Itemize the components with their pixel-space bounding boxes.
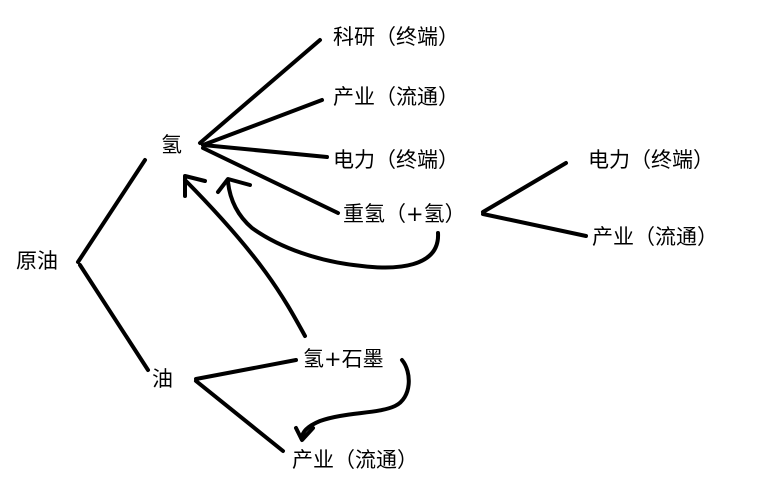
arrow-graphite-to-hydrogen bbox=[183, 178, 307, 338]
node-hydrogen-graphite: 氢+石墨 bbox=[303, 347, 384, 371]
node-research-terminal: 科研（终端） bbox=[333, 25, 459, 49]
edge-hydrogen-research bbox=[198, 38, 322, 145]
arrow-heavyh-to-hydrogen bbox=[226, 180, 441, 270]
arrowhead-heavyh-to-hydrogen bbox=[216, 177, 252, 194]
node-power-terminal-1: 电力（终端） bbox=[333, 148, 459, 172]
node-power-terminal-2: 电力（终端） bbox=[588, 148, 714, 172]
arrowhead-graphite-to-industry bbox=[294, 426, 315, 442]
edge-heavyh-power bbox=[481, 161, 568, 214]
edge-heavyh-industry bbox=[481, 212, 588, 238]
node-industry-circulation-1: 产业（流通） bbox=[333, 85, 459, 109]
edge-hydrogen-industry bbox=[201, 98, 324, 147]
edge-root-oil bbox=[78, 263, 150, 372]
edge-hydrogen-power bbox=[201, 143, 329, 159]
edge-oil-industry bbox=[194, 379, 285, 453]
node-industry-circulation-3: 产业（流通） bbox=[292, 448, 418, 472]
edge-hydrogen-heavyh bbox=[201, 146, 340, 215]
node-industry-circulation-2: 产业（流通） bbox=[592, 225, 718, 249]
arrowhead-graphite-to-hydrogen bbox=[183, 174, 207, 198]
edge-oil-graphite bbox=[194, 358, 298, 381]
node-oil: 油 bbox=[152, 367, 173, 391]
edge-root-hydrogen bbox=[76, 158, 147, 264]
node-crude-oil: 原油 bbox=[16, 249, 58, 273]
node-heavy-hydrogen: 重氢（+氢） bbox=[343, 202, 466, 226]
node-hydrogen: 氢 bbox=[161, 133, 182, 157]
arrow-graphite-to-industry bbox=[300, 358, 411, 440]
